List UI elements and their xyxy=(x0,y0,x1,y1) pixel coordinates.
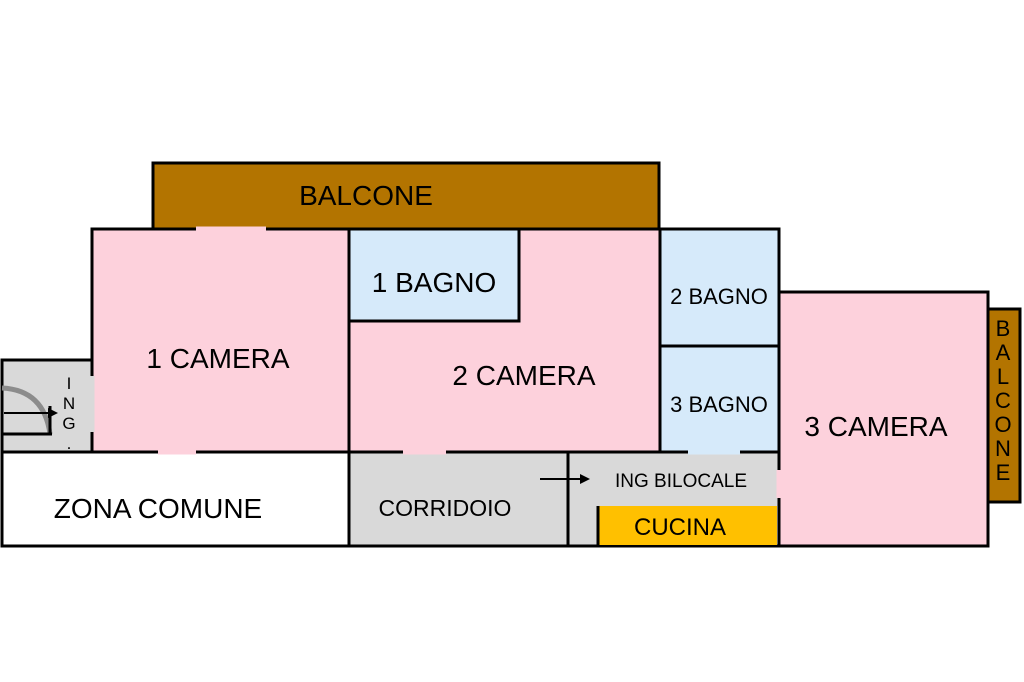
kitchen-label: CUCINA xyxy=(634,514,726,541)
bedroom-2-label: 2 CAMERA xyxy=(452,360,595,391)
entrance-arrow-icon xyxy=(4,408,58,418)
bedroom-3-label: 3 CAMERA xyxy=(804,411,947,442)
balcony-top-label: BALCONE xyxy=(299,180,433,211)
balcony-top-area xyxy=(151,161,661,231)
bathroom-3-label: 3 BAGNO xyxy=(670,392,768,417)
kitchen-area xyxy=(598,506,777,545)
bedroom-1-label: 1 CAMERA xyxy=(146,343,289,374)
corridor-arrow-icon xyxy=(540,474,590,484)
bathroom-2-area xyxy=(658,227,781,348)
bathroom-1-label: 1 BAGNO xyxy=(372,267,496,298)
common-zone-area xyxy=(0,450,351,548)
bedroom-1-area xyxy=(90,227,351,454)
corridor-label: CORRIDOIO xyxy=(379,495,512,521)
entrance-area xyxy=(0,358,94,454)
balcony-right-area xyxy=(986,307,1022,504)
bathroom-2-label: 2 BAGNO xyxy=(670,284,768,309)
door-openings xyxy=(89,226,782,498)
bedroom-3-area xyxy=(777,290,990,548)
bathroom-1-area xyxy=(347,227,521,323)
common-zone-label: ZONA COMUNE xyxy=(54,493,262,524)
bilocale-entrance-label: ING BILOCALE xyxy=(615,471,747,492)
